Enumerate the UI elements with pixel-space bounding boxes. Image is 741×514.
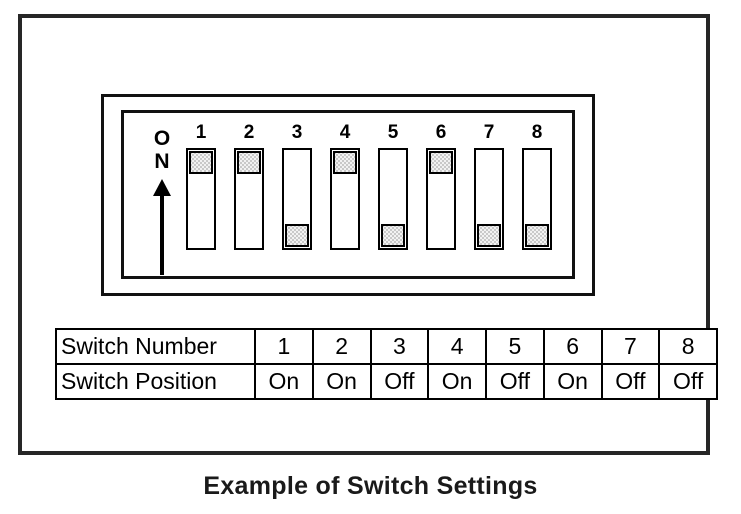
on-label-letter-n: N [154, 150, 170, 173]
dip-switch-label-4: 4 [339, 122, 351, 143]
dip-switch-body-4[interactable] [330, 148, 360, 250]
dip-switch-slider-1[interactable] [189, 151, 213, 174]
cell-switch-number-2: 2 [311, 328, 372, 365]
cell-switch-position-7: Off [600, 363, 661, 400]
cell-switch-position-4: On [427, 363, 487, 400]
dip-switch-body-8[interactable] [522, 148, 552, 250]
dip-switch-slider-6[interactable] [429, 151, 453, 174]
dip-switch-slider-2[interactable] [237, 151, 261, 174]
cell-switch-position-5: Off [485, 363, 545, 400]
dip-switch-label-7: 7 [483, 122, 495, 143]
dip-switch-label-6: 6 [435, 122, 447, 143]
dip-switch-slider-4[interactable] [333, 151, 357, 174]
cell-switch-position-8: Off [658, 363, 718, 400]
cell-switch-number-6: 6 [542, 328, 603, 365]
dip-switch-body-6[interactable] [426, 148, 456, 250]
dip-switch-label-3: 3 [291, 122, 303, 143]
dip-switch-body-1[interactable] [186, 148, 216, 250]
cell-switch-number-8: 8 [658, 328, 718, 365]
cell-switch-number-3: 3 [369, 328, 430, 365]
up-arrow-icon [153, 179, 171, 275]
cell-switch-number-7: 7 [600, 328, 661, 365]
dip-switch-body-5[interactable] [378, 148, 408, 250]
row-header-switch-position: Switch Position [55, 363, 256, 400]
dip-switch-label-8: 8 [531, 122, 543, 143]
dip-switch-slider-7[interactable] [477, 224, 501, 247]
dip-switch-body-7[interactable] [474, 148, 504, 250]
dip-switch-label-1: 1 [195, 122, 207, 143]
dip-switch-label-2: 2 [243, 122, 255, 143]
dip-switch-slider-3[interactable] [285, 224, 309, 247]
dip-switch-label-5: 5 [387, 122, 399, 143]
on-label: O N [140, 127, 184, 173]
cell-switch-position-3: Off [369, 363, 430, 400]
figure-caption: Example of Switch Settings [203, 472, 538, 500]
cell-switch-number-5: 5 [485, 328, 545, 365]
on-direction-indicator: O N [140, 127, 184, 277]
on-label-letter-o: O [153, 127, 171, 150]
dip-switch-module-inner-frame: O N 1 2 3 4 5 6 7 8 [121, 110, 575, 279]
dip-switch-body-3[interactable] [282, 148, 312, 250]
switch-row: 1 2 3 4 5 6 7 8 [184, 113, 568, 276]
cell-switch-position-6: On [542, 363, 603, 400]
cell-switch-number-4: 4 [427, 328, 487, 365]
cell-switch-number-1: 1 [254, 328, 314, 365]
dip-switch-module: O N 1 2 3 4 5 6 7 8 [101, 94, 595, 296]
cell-switch-position-2: On [311, 363, 372, 400]
dip-switch-slider-5[interactable] [381, 224, 405, 247]
dip-switch-body-2[interactable] [234, 148, 264, 250]
cell-switch-position-1: On [254, 363, 314, 400]
row-header-switch-number: Switch Number [55, 328, 256, 365]
dip-switch-slider-8[interactable] [525, 224, 549, 247]
